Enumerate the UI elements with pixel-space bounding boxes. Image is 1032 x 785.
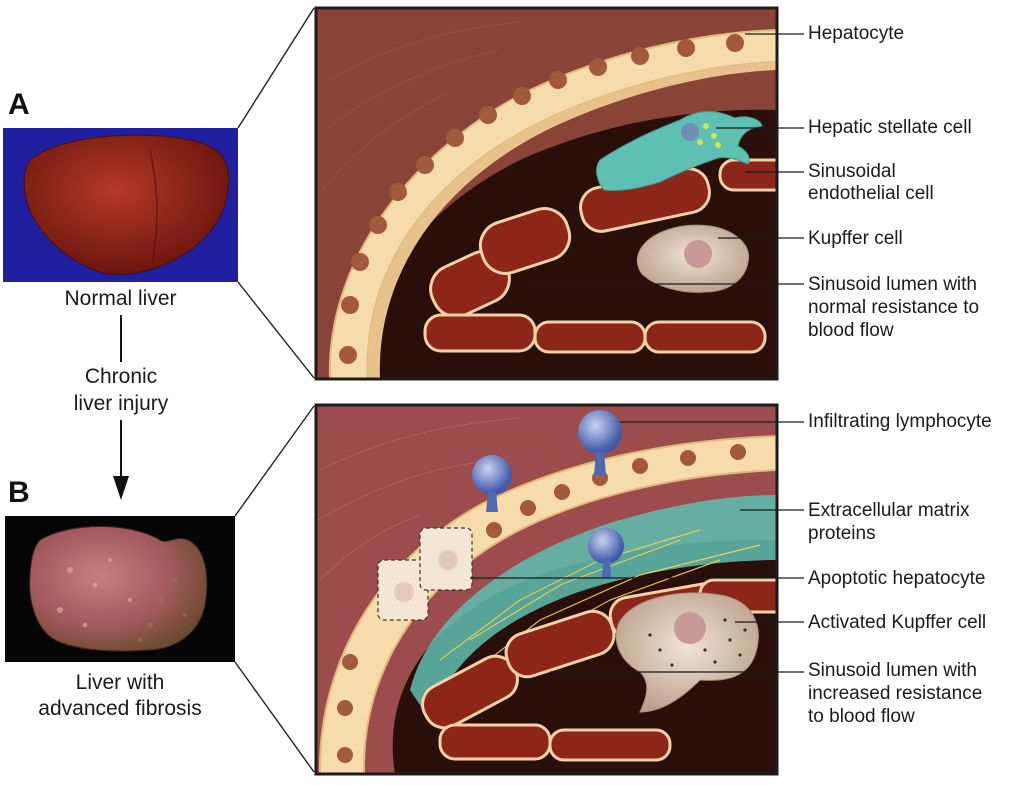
label-hepatocyte: Hepatocyte [808, 23, 905, 44]
caption-fibrosis-1: Liver with [75, 671, 165, 694]
caption-fibrosis-2: advanced fibrosis [38, 697, 202, 720]
fibrotic-liver-photo [5, 516, 235, 662]
label-endothelial-1: Sinusoidal [808, 161, 896, 182]
label-lumen-b-1: Sinusoid lumen with [808, 660, 977, 681]
label-endothelial-2: endothelial cell [808, 183, 934, 204]
label-kupffer-cell: Kupffer cell [808, 228, 903, 249]
panel-b-illustration [316, 405, 777, 774]
ecm-band [410, 495, 777, 720]
label-lumen-a-1: Sinusoid lumen with [808, 274, 977, 295]
label-stellate-cell: Hepatic stellate cell [808, 117, 972, 138]
label-lumen-a-3: blood flow [808, 320, 894, 341]
label-apoptotic-hepatocyte: Apoptotic hepatocyte [808, 568, 986, 589]
label-lumen-b-3: to blood flow [808, 706, 915, 727]
panel-a-frame [314, 6, 779, 381]
activated-kupffer-cell [615, 592, 759, 713]
normal-liver-shape [23, 134, 230, 275]
panel-b-frame [314, 403, 779, 776]
endothelial-cells-a [423, 158, 777, 354]
apoptotic-hepatocytes [377, 527, 473, 621]
progression-arrow [113, 315, 129, 500]
label-lumen-a-2: normal resistance to [808, 297, 980, 318]
stellate-cell-a [596, 111, 763, 191]
transition-text-1: Chronic [84, 365, 158, 388]
lymphocytes [472, 410, 624, 578]
leader-lines-a [525, 33, 804, 285]
label-ecm-2: proteins [808, 523, 876, 544]
hepatocyte-nuclei-a [339, 34, 744, 364]
fibrotic-liver-shape [29, 526, 208, 652]
label-ecm-1: Extracellular matrix [808, 500, 970, 521]
arrow-head [113, 476, 129, 500]
leader-lines-b [470, 421, 804, 673]
label-activated-kupffer: Activated Kupffer cell [808, 612, 987, 633]
label-lumen-b-2: increased resistance [808, 683, 983, 704]
label-lymphocyte: Infiltrating lymphocyte [808, 411, 992, 432]
transition-text-2: liver injury [73, 392, 169, 415]
hepatocyte-nuclei-b [337, 444, 746, 763]
panel-letter-a: A [8, 88, 30, 121]
panel-a-illustration [316, 8, 777, 379]
normal-liver-photo [3, 128, 238, 282]
caption-normal-liver: Normal liver [64, 287, 177, 310]
zoom-connectors [234, 7, 315, 773]
panel-letter-b: B [8, 476, 30, 509]
